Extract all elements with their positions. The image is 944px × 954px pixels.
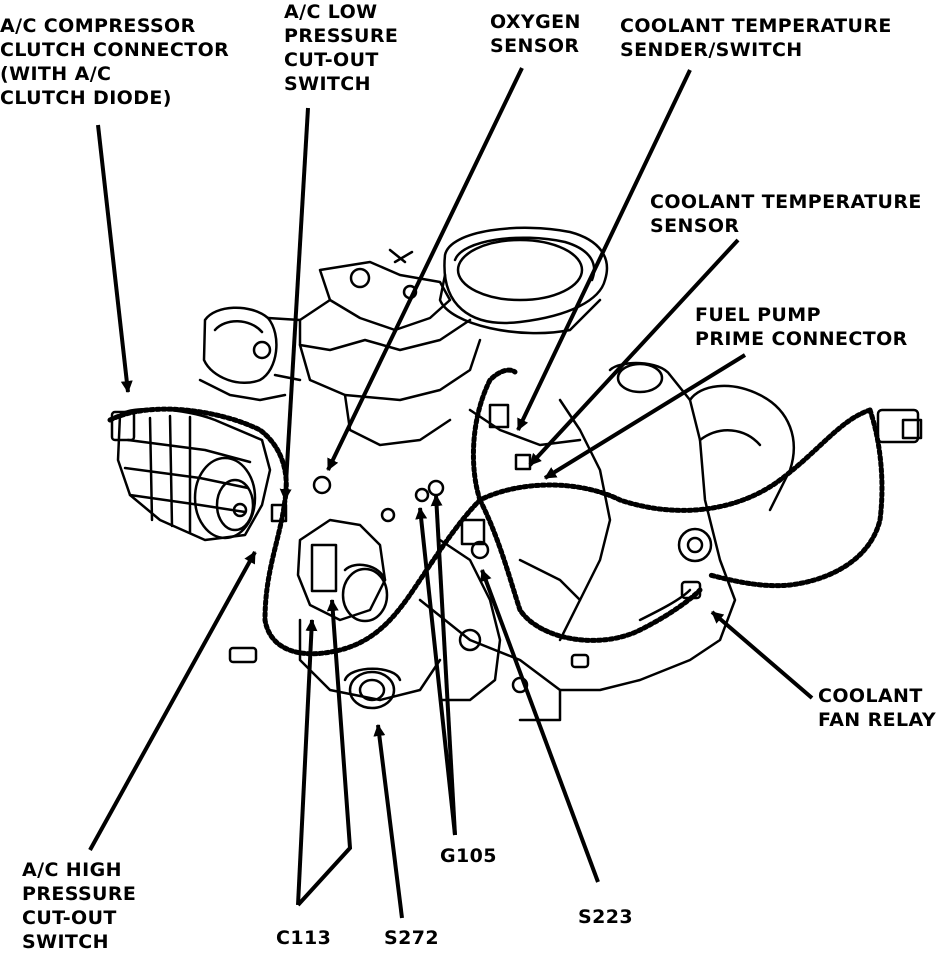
intake-manifold	[298, 248, 482, 447]
label-line: COOLANT TEMPERATURE	[620, 15, 892, 37]
label-line: PRESSURE	[22, 883, 137, 905]
label-line: CUT-OUT	[22, 907, 117, 929]
label-ac-low-pressure-cutout-switch: A/C LOW PRESSURE CUT-OUT SWITCH	[284, 0, 398, 96]
label-line: FUEL PUMP	[695, 304, 821, 326]
arrow-coolant-fan-relay	[710, 610, 814, 700]
label-line: S223	[578, 906, 633, 928]
label-line: COOLANT	[818, 685, 923, 707]
label-line: SENSOR	[490, 35, 580, 57]
label-ac-high-pressure-cutout-switch: A/C HIGH PRESSURE CUT-OUT SWITCH	[22, 858, 136, 954]
arrow-oxygen-sensor	[326, 67, 524, 471]
label-line: PRESSURE	[284, 25, 399, 47]
label-coolant-temperature-sender-switch: COOLANT TEMPERATURE SENDER/SWITCH	[620, 14, 892, 62]
leader-lines	[88, 67, 814, 919]
label-coolant-fan-relay: COOLANT FAN RELAY	[818, 684, 936, 732]
arrow-s272	[373, 724, 404, 919]
label-line: A/C COMPRESSOR	[0, 15, 196, 37]
label-line: CLUTCH CONNECTOR	[0, 39, 230, 61]
label-line: G105	[440, 845, 497, 867]
label-g105: G105	[440, 844, 497, 868]
engine-illustration	[107, 226, 923, 722]
label-line: SENSOR	[650, 215, 740, 237]
label-line: OXYGEN	[490, 11, 581, 33]
label-line: SENDER/SWITCH	[620, 39, 803, 61]
label-coolant-temperature-sensor: COOLANT TEMPERATURE SENSOR	[650, 190, 922, 238]
label-oxygen-sensor: OXYGEN SENSOR	[490, 10, 581, 58]
arrow-s223	[480, 569, 600, 883]
label-line: CUT-OUT	[284, 49, 379, 71]
label-line: FAN RELAY	[818, 709, 936, 731]
label-line: A/C LOW	[284, 1, 378, 23]
arrow-ac-low-pressure	[279, 107, 310, 501]
arrow-c113-a	[296, 619, 318, 906]
label-fuel-pump-prime-connector: FUEL PUMP PRIME CONNECTOR	[695, 303, 908, 351]
label-line: CLUTCH DIODE)	[0, 87, 172, 109]
label-line: PRIME CONNECTOR	[695, 328, 908, 350]
lower-block	[296, 518, 529, 702]
label-c113: C113	[276, 926, 331, 950]
connectors	[110, 403, 923, 669]
arrow-g105-b	[430, 494, 457, 836]
label-s223: S223	[578, 905, 633, 929]
label-line: S272	[384, 927, 439, 949]
arrow-c113-b	[296, 599, 353, 907]
arrow-ac-compressor-clutch	[96, 124, 133, 393]
label-ac-compressor-clutch-connector: A/C COMPRESSOR CLUTCH CONNECTOR (WITH A/…	[0, 14, 229, 110]
arrow-fuel-pump-prime	[543, 353, 747, 480]
air-cleaner	[438, 226, 609, 335]
label-line: A/C HIGH	[22, 859, 122, 881]
label-line: (WITH A/C	[0, 63, 112, 85]
ac-compressor	[116, 407, 272, 542]
wiring-harness	[107, 367, 885, 657]
label-line: COOLANT TEMPERATURE	[650, 191, 922, 213]
arrow-g105-a	[415, 507, 457, 836]
arrow-coolant-temp-sensor	[528, 238, 740, 467]
crank-pulley	[343, 667, 402, 710]
label-line: SWITCH	[22, 931, 109, 953]
arrow-ac-high-pressure	[88, 551, 257, 851]
label-line: SWITCH	[284, 73, 371, 95]
label-s272: S272	[384, 926, 439, 950]
throttle-body	[198, 306, 302, 402]
arrow-coolant-temp-sender	[516, 69, 692, 431]
label-line: C113	[276, 927, 332, 949]
